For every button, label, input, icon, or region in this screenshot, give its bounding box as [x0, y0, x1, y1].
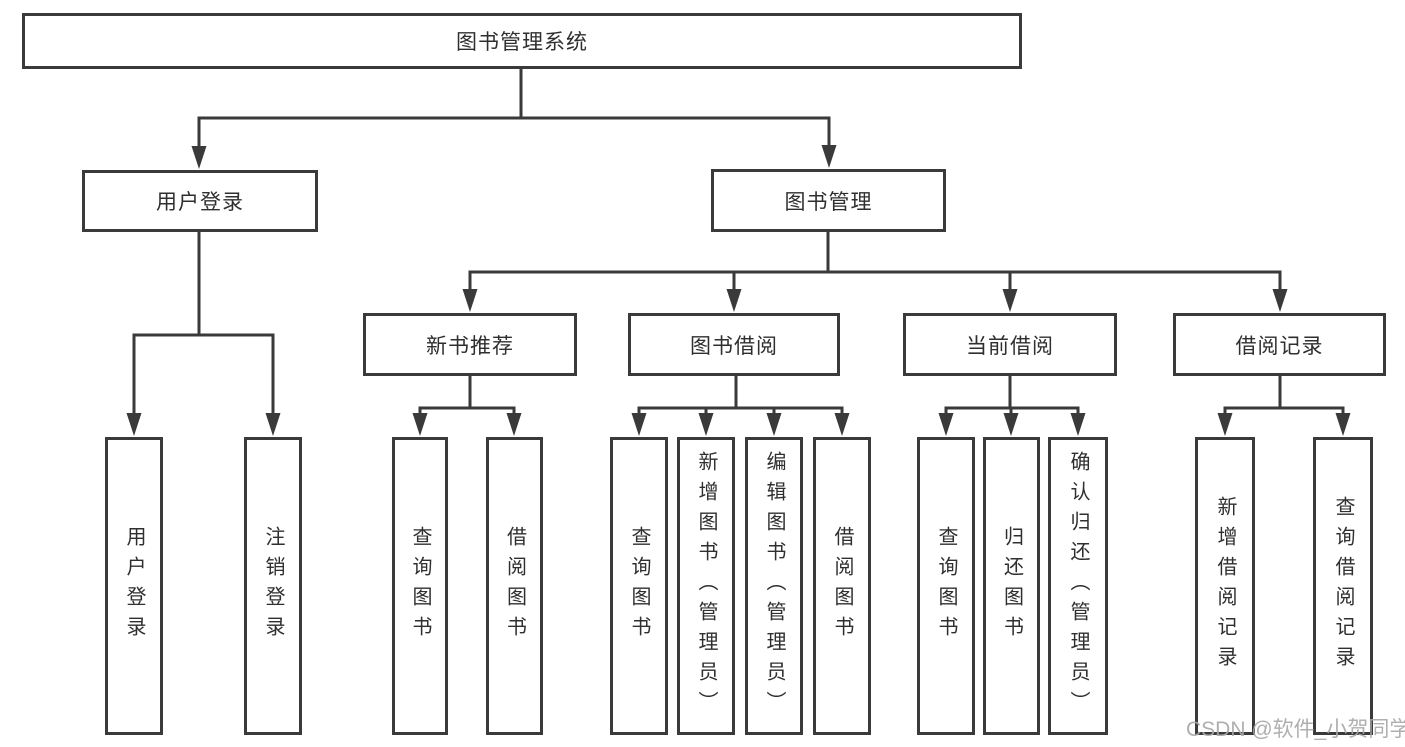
- connector-root-to-level2: [197, 69, 831, 150]
- csdn-watermark: CSDN @软件_小贺同学: [1186, 718, 1405, 741]
- leaf-current-query-books-label: 查询图书: [935, 526, 957, 646]
- node-user-login-label: 用户登录: [156, 191, 244, 214]
- arrowheads-borrow-records-to-leaves: [1217, 413, 1351, 436]
- leaf-borrow-query-books: 查询图书: [610, 437, 668, 735]
- connector-current-borrow-to-leaves: [944, 376, 1080, 417]
- node-book-borrow-label: 图书借阅: [690, 334, 778, 358]
- leaf-newrec-query-books-label: 查询图书: [409, 526, 431, 646]
- leaf-return-books-label: 归还图书: [1000, 526, 1023, 646]
- leaf-newrec-borrow-books: 借阅图书: [486, 437, 543, 735]
- leaf-add-books-admin: 新增图书（管理员）: [677, 437, 735, 735]
- leaf-logout: 注销登录: [244, 437, 302, 735]
- node-new-book-recommend: 新书推荐: [363, 313, 577, 376]
- node-borrow-records-label: 借阅记录: [1235, 334, 1324, 358]
- leaf-confirm-return-admin-label: 确认归还（管理员）: [1067, 451, 1089, 721]
- node-current-borrow-label: 当前借阅: [966, 334, 1054, 358]
- leaf-edit-books-admin: 编辑图书（管理员）: [745, 437, 803, 735]
- connector-borrow-records-to-leaves: [1223, 376, 1345, 417]
- node-book-management: 图书管理: [711, 169, 946, 232]
- node-borrow-records: 借阅记录: [1173, 313, 1386, 376]
- leaf-current-query-books: 查询图书: [917, 437, 975, 735]
- node-root-system: 图书管理系统: [22, 13, 1022, 69]
- arrowheads-user-login-to-leaves: [126, 413, 281, 436]
- node-book-borrow: 图书借阅: [628, 313, 840, 376]
- node-root-system-label: 图书管理系统: [456, 31, 588, 54]
- node-new-book-recommend-label: 新书推荐: [426, 334, 514, 358]
- leaf-edit-books-admin-label: 编辑图书（管理员）: [763, 451, 785, 721]
- leaf-return-books: 归还图书: [983, 437, 1040, 735]
- arrowheads-new-book-rec-to-leaves: [412, 413, 522, 436]
- leaf-borrow-books-label: 借阅图书: [831, 526, 853, 646]
- arrowheads-book-mgmt-to-level3: [462, 289, 1288, 312]
- leaf-query-borrow-record: 查询借阅记录: [1313, 437, 1373, 735]
- connector-book-mgmt-to-level3: [468, 232, 1282, 293]
- leaf-query-borrow-record-label: 查询借阅记录: [1332, 496, 1354, 676]
- leaf-add-books-admin-label: 新增图书（管理员）: [695, 451, 717, 721]
- node-book-management-label: 图书管理: [784, 190, 873, 214]
- connector-book-borrow-to-leaves: [637, 376, 844, 417]
- arrowheads-book-borrow-to-leaves: [631, 413, 850, 436]
- leaf-borrow-books: 借阅图书: [813, 437, 871, 735]
- arrowheads-root-to-level2: [191, 145, 837, 169]
- leaf-add-borrow-record: 新增借阅记录: [1195, 437, 1255, 735]
- connector-user-login-to-leaves: [132, 232, 275, 417]
- connector-new-book-rec-to-leaves: [418, 376, 516, 417]
- arrowheads-current-borrow-to-leaves: [938, 413, 1086, 436]
- leaf-confirm-return-admin: 确认归还（管理员）: [1048, 437, 1108, 735]
- node-current-borrow: 当前借阅: [903, 313, 1117, 376]
- leaf-newrec-query-books: 查询图书: [392, 437, 448, 735]
- leaf-borrow-query-books-label: 查询图书: [628, 526, 650, 646]
- node-user-login: 用户登录: [82, 170, 318, 232]
- leaf-logout-label: 注销登录: [262, 526, 284, 646]
- leaf-add-borrow-record-label: 新增借阅记录: [1214, 496, 1236, 676]
- leaf-user-login: 用户登录: [105, 437, 163, 735]
- leaf-newrec-borrow-books-label: 借阅图书: [503, 526, 526, 646]
- leaf-user-login-label: 用户登录: [123, 526, 145, 646]
